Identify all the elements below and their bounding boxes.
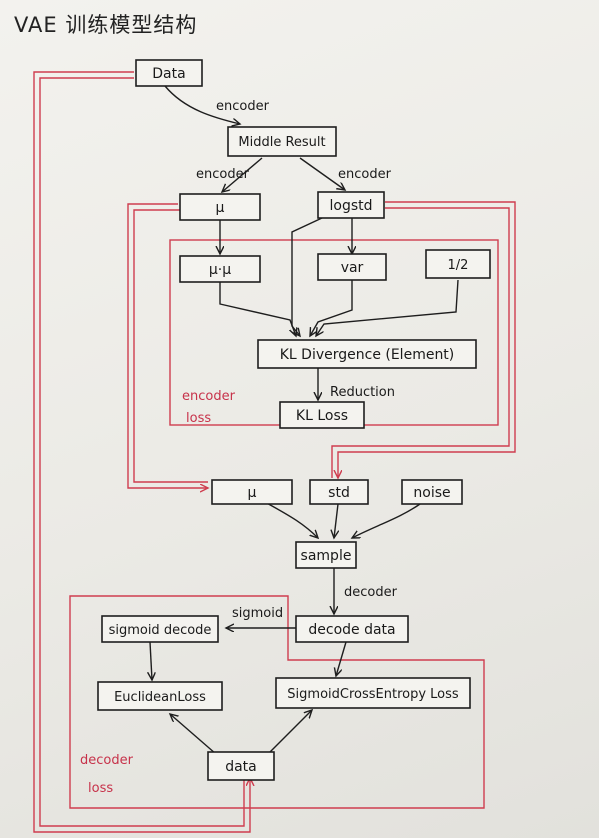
node-mu-mu-label: μ·μ xyxy=(209,262,231,278)
node-sample: sample xyxy=(295,541,357,569)
arrow-var-to-kl xyxy=(310,280,353,336)
logstd-route-path xyxy=(338,201,516,478)
node-logstd: logstd xyxy=(317,191,385,219)
node-half: 1/2 xyxy=(425,249,491,279)
arrow-middle-to-logstd xyxy=(299,157,345,190)
node-sigmoid-decode-label: sigmoid decode xyxy=(109,623,212,638)
node-half-label: 1/2 xyxy=(448,258,469,273)
node-kl-divergence-label: KL Divergence (Element) xyxy=(280,347,455,363)
arrow-mumu-to-kl xyxy=(219,282,296,336)
edge-label-sigmoid: sigmoid xyxy=(232,606,283,621)
node-kl-loss-label: KL Loss xyxy=(296,408,348,424)
node-noise-label: noise xyxy=(413,485,450,501)
node-data-top: Data xyxy=(135,59,203,87)
edge-label-decoder: decoder xyxy=(344,585,398,600)
decoder-loss-label-line1: decoder xyxy=(80,753,134,768)
node-data-bottom: data xyxy=(207,751,275,781)
node-mu2: μ xyxy=(211,479,293,505)
arrow-data-to-middle xyxy=(164,85,240,124)
arrow-half-to-kl xyxy=(316,279,459,336)
encoder-loss-label-line2: loss xyxy=(186,411,211,426)
node-logstd-label: logstd xyxy=(329,198,372,214)
arrow-data-to-sce xyxy=(267,710,312,755)
node-sigmoid-cross-entropy-loss-label: SigmoidCrossEntropy Loss xyxy=(287,687,459,702)
node-std-label: std xyxy=(328,485,350,501)
arrow-sigmoid-to-euclidean xyxy=(150,641,152,680)
node-decode-data: decode data xyxy=(295,615,409,643)
mu-route-path xyxy=(127,203,208,488)
arrow-std-to-sample xyxy=(334,503,338,538)
node-data-top-label: Data xyxy=(152,66,185,82)
arrow-middle-to-mu xyxy=(222,157,263,192)
node-sigmoid-decode: sigmoid decode xyxy=(101,615,219,643)
node-mu: μ xyxy=(179,193,261,221)
node-euclidean-loss: EuclideanLoss xyxy=(97,681,223,711)
node-sigmoid-cross-entropy-loss: SigmoidCrossEntropy Loss xyxy=(275,677,471,709)
node-kl-divergence: KL Divergence (Element) xyxy=(257,339,477,369)
arrow-decode-to-sce xyxy=(336,641,347,676)
node-data-bottom-label: data xyxy=(225,759,257,775)
node-kl-loss: KL Loss xyxy=(279,401,365,429)
node-std: std xyxy=(309,479,369,505)
node-sample-label: sample xyxy=(301,548,352,564)
node-middle-result: Middle Result xyxy=(227,126,337,157)
arrow-noise-to-sample xyxy=(352,503,421,538)
logstd-route-path-2 xyxy=(331,207,510,478)
edge-label-encoder-mu: encoder xyxy=(196,167,250,182)
node-euclidean-loss-label: EuclideanLoss xyxy=(114,690,206,705)
diagram-title: VAE 训练模型结构 xyxy=(14,13,197,37)
data-route-path-2 xyxy=(39,77,245,827)
node-mu-label: μ xyxy=(216,200,225,216)
encoder-loss-label-line1: encoder xyxy=(182,389,236,404)
node-var: var xyxy=(317,253,387,281)
decoder-loss-group-border xyxy=(69,595,485,809)
decoder-loss-label-line2: loss xyxy=(88,781,113,796)
data-route-path xyxy=(33,71,250,833)
edge-label-encoder-logstd: encoder xyxy=(338,167,392,182)
node-mu-mu: μ·μ xyxy=(179,255,261,283)
node-middle-result-label: Middle Result xyxy=(238,135,325,150)
node-decode-data-label: decode data xyxy=(308,622,395,638)
edge-label-reduction: Reduction xyxy=(330,385,395,400)
edge-label-encoder-data: encoder xyxy=(216,99,270,114)
mu-route-path-2 xyxy=(133,209,208,483)
node-noise: noise xyxy=(401,479,463,505)
arrow-data-to-euclidean xyxy=(170,714,217,755)
node-var-label: var xyxy=(341,260,364,276)
node-mu2-label: μ xyxy=(248,485,257,501)
